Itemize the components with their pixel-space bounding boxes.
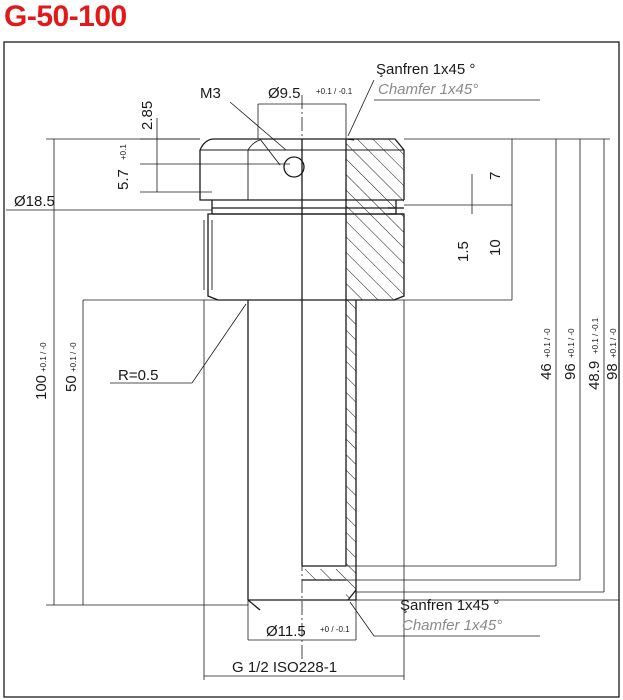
hatched-section: [302, 139, 404, 602]
label-chamfer-top-tr: Şanfren 1x45 °: [376, 61, 475, 78]
label-489: 48.9: [586, 361, 603, 390]
label-chamfer-bottom-en: Chamfer 1x45°: [402, 617, 502, 634]
label-m3: M3: [200, 85, 221, 102]
label-489-tol: +0.1 / -0.1: [591, 317, 600, 354]
dimension-lines: [6, 79, 620, 680]
label-thread: G 1/2 ISO228-1: [232, 659, 337, 676]
label-d95: Ø9.5: [268, 85, 301, 102]
label-57-tol: +0.1: [119, 144, 128, 160]
label-chamfer-bottom-tr: Şanfren 1x45 °: [400, 597, 499, 614]
label-98-tol: +0.1 / -0: [609, 328, 618, 358]
label-7: 7: [487, 172, 504, 180]
label-98: 98: [604, 363, 621, 380]
label-d115-tol: +0 / -0.1: [320, 625, 350, 634]
annotations: M3 Ø9.5 +0.1 / -0.1 Şanfren 1x45 ° Chamf…: [14, 61, 621, 676]
label-10: 10: [487, 239, 504, 256]
label-50-tol: +0.1 / -0: [69, 342, 78, 372]
label-50: 50: [63, 375, 80, 392]
label-d185: Ø18.5: [14, 193, 55, 210]
label-46-tol: +0.1 / -0: [543, 328, 552, 358]
label-r05: R=0.5: [118, 367, 158, 384]
label-96: 96: [562, 363, 579, 380]
label-d95-tol: +0.1 / -0.1: [316, 87, 353, 96]
label-57: 5.7: [115, 169, 132, 190]
label-d115: Ø11.5: [266, 623, 306, 640]
label-46: 46: [538, 363, 555, 380]
label-100: 100: [33, 375, 50, 400]
label-chamfer-top-en: Chamfer 1x45°: [378, 81, 478, 98]
label-285: 2.85: [139, 101, 156, 130]
label-15: 1.5: [455, 241, 472, 262]
label-100-tol: +0.1 / -0: [39, 342, 48, 372]
drawing-title: G-50-100: [4, 0, 127, 33]
label-96-tol: +0.1 / -0: [567, 328, 576, 358]
